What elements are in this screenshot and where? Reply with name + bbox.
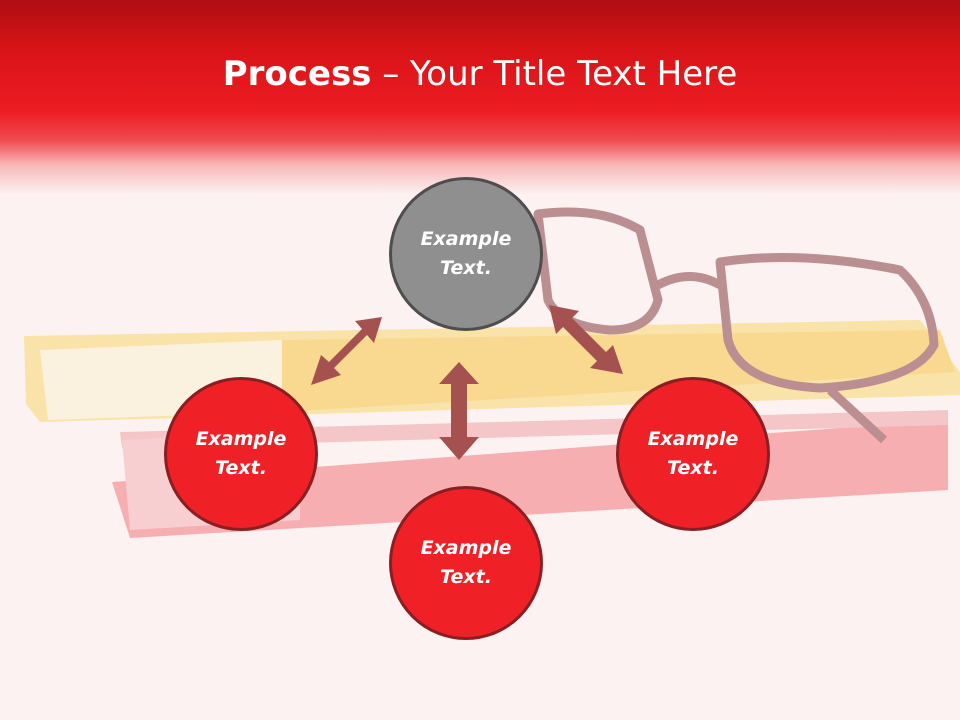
arrow-top-bottom [439, 362, 479, 460]
node-left-line2: Text. [215, 457, 267, 479]
title-bold-part: Process [222, 54, 372, 94]
node-right-line2: Text. [667, 457, 719, 479]
node-top-line2: Text. [440, 257, 492, 279]
arrow-top-left [311, 317, 382, 385]
title-rest-part: – Your Title Text Here [371, 54, 738, 94]
arrow-top-right [549, 305, 623, 374]
node-bottom-line1: Example [420, 537, 512, 559]
node-left-line1: Example [195, 428, 287, 450]
node-bottom: Example Text. [389, 486, 543, 640]
node-top-line1: Example [420, 228, 512, 250]
node-right: Example Text. [616, 377, 770, 531]
double-arrow-top-to-bottom [439, 362, 479, 460]
double-arrow-top-to-left [311, 317, 382, 385]
node-top: Example Text. [389, 177, 543, 331]
node-left: Example Text. [164, 377, 318, 531]
slide-title: Process – Your Title Text Here [0, 52, 960, 96]
title-banner [0, 0, 960, 200]
node-bottom-line2: Text. [440, 566, 492, 588]
double-arrow-top-to-right [549, 305, 623, 374]
node-right-line1: Example [647, 428, 739, 450]
